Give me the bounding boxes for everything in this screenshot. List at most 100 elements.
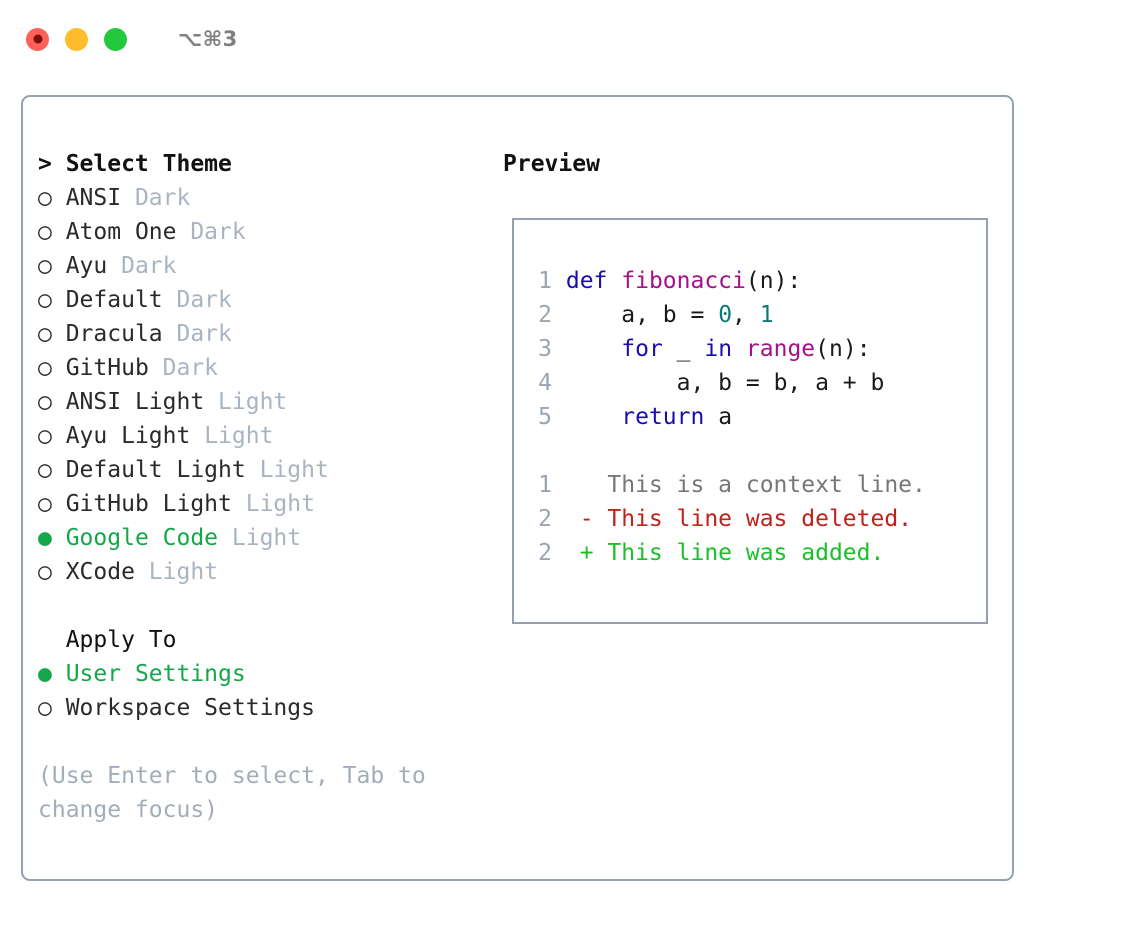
token-kw: def xyxy=(565,268,622,294)
window-titlebar: ⌥⌘3 xyxy=(0,0,1140,78)
code-line: 4 a, b = b, a + b xyxy=(514,366,986,400)
apply-to-header: Apply To xyxy=(38,627,177,653)
minimize-button[interactable] xyxy=(65,27,88,51)
select-theme-header: > Select Theme xyxy=(38,151,232,177)
traffic-lights xyxy=(26,27,127,51)
theme-option-label: Ayu Light xyxy=(51,423,191,449)
code-text: a, b = 0, 1 xyxy=(565,302,774,328)
theme-variant-badge: Light xyxy=(231,491,315,517)
preview-column: Preview 1 def fibonacci(n):2 a, b = 0, 1… xyxy=(503,97,1012,879)
radio-unselected-icon: ○ xyxy=(38,695,52,721)
theme-variant-badge: Light xyxy=(245,457,329,483)
theme-variant-badge: Dark xyxy=(162,287,232,313)
radio-unselected-icon: ○ xyxy=(38,219,52,245)
theme-option-github-light[interactable]: ○ GitHub Light Light xyxy=(38,487,503,521)
line-number: 3 xyxy=(538,336,552,362)
theme-option-label: Atom One xyxy=(51,219,177,245)
radio-unselected-icon: ○ xyxy=(38,321,52,347)
token-kw: return xyxy=(621,404,705,430)
line-number: 2 xyxy=(538,540,552,566)
theme-option-atom-one[interactable]: ○ Atom One Dark xyxy=(38,215,503,249)
line-number: 1 xyxy=(538,268,552,294)
token-plain: , xyxy=(732,302,760,328)
theme-list: ○ ANSI Dark○ Atom One Dark○ Ayu Dark○ De… xyxy=(38,181,503,589)
theme-option-label: GitHub xyxy=(51,355,149,381)
token-kw: for xyxy=(621,336,663,362)
theme-option-label: GitHub Light xyxy=(51,491,232,517)
diff-marker xyxy=(552,472,607,498)
theme-selector-column: > Select Theme ○ ANSI Dark○ Atom One Dar… xyxy=(23,97,503,879)
theme-option-ansi[interactable]: ○ ANSI Dark xyxy=(38,181,503,215)
token-plain xyxy=(732,336,746,362)
diff-sample: 1 This is a context line.2 - This line w… xyxy=(514,468,986,570)
radio-selected-icon: ● xyxy=(38,661,52,687)
token-plain xyxy=(566,404,621,430)
theme-variant-badge: Dark xyxy=(107,253,177,279)
maximize-button[interactable] xyxy=(104,27,127,51)
apply-to-option-label: Workspace Settings xyxy=(51,695,315,721)
theme-option-label: ANSI Light xyxy=(51,389,205,415)
keyboard-shortcut-label: ⌥⌘3 xyxy=(178,27,238,51)
preview-title: Preview xyxy=(503,151,600,177)
line-number: 1 xyxy=(538,472,552,498)
apply-to-option-user-settings[interactable]: ● User Settings xyxy=(38,657,503,691)
theme-option-label: ANSI xyxy=(51,185,122,211)
theme-variant-badge: Light xyxy=(190,423,274,449)
theme-variant-badge: Light xyxy=(218,525,302,551)
apply-to-option-label: User Settings xyxy=(51,661,246,687)
theme-option-google-code[interactable]: ● Google Code Light xyxy=(38,521,503,555)
apply-to-option-workspace-settings[interactable]: ○ Workspace Settings xyxy=(38,691,503,725)
theme-variant-badge: Dark xyxy=(176,219,246,245)
token-fn: range xyxy=(745,336,816,362)
code-text: def fibonacci(n): xyxy=(566,268,801,294)
theme-option-label: Default Light xyxy=(51,457,246,483)
spacer xyxy=(38,589,503,623)
code-line: 2 a, b = 0, 1 xyxy=(514,298,986,332)
theme-option-label: Default xyxy=(51,287,163,313)
token-plain xyxy=(566,336,621,362)
token-plain: a, b = b, a + b xyxy=(565,370,885,396)
diff-line-ctx: 1 This is a context line. xyxy=(514,468,986,502)
token-plain: a xyxy=(704,404,733,430)
diff-text: This line was added. xyxy=(607,540,885,566)
radio-unselected-icon: ○ xyxy=(38,253,52,279)
theme-variant-badge: Light xyxy=(204,389,288,415)
theme-variant-badge: Dark xyxy=(121,185,191,211)
line-number: 5 xyxy=(538,404,552,430)
token-kw: in xyxy=(704,336,733,362)
radio-unselected-icon: ○ xyxy=(38,423,52,449)
theme-variant-badge: Dark xyxy=(148,355,219,381)
theme-option-default-light[interactable]: ○ Default Light Light xyxy=(38,453,503,487)
theme-option-ayu-light[interactable]: ○ Ayu Light Light xyxy=(38,419,503,453)
code-text: return a xyxy=(566,404,732,430)
theme-option-default[interactable]: ○ Default Dark xyxy=(38,283,503,317)
theme-variant-badge: Dark xyxy=(162,321,232,347)
theme-variant-badge: Light xyxy=(134,559,219,585)
radio-unselected-icon: ○ xyxy=(38,389,52,415)
theme-option-ayu[interactable]: ○ Ayu Dark xyxy=(38,249,503,283)
line-number: 2 xyxy=(538,302,552,328)
token-fn: fibonacci xyxy=(621,268,746,294)
theme-option-github[interactable]: ○ GitHub Dark xyxy=(38,351,503,385)
close-button[interactable] xyxy=(26,27,49,51)
theme-option-dracula[interactable]: ○ Dracula Dark xyxy=(38,317,503,351)
diff-text: This line was deleted. xyxy=(607,506,913,532)
radio-unselected-icon: ○ xyxy=(38,559,52,585)
radio-unselected-icon: ○ xyxy=(38,185,52,211)
theme-option-ansi-light[interactable]: ○ ANSI Light Light xyxy=(38,385,503,419)
code-line: 1 def fibonacci(n): xyxy=(514,264,986,298)
radio-unselected-icon: ○ xyxy=(38,287,52,313)
token-num: 1 xyxy=(759,302,774,328)
radio-unselected-icon: ○ xyxy=(38,457,52,483)
diff-line-add: 2 + This line was added. xyxy=(514,536,986,570)
token-plain: a, b = xyxy=(565,302,719,328)
main-panel: > Select Theme ○ ANSI Dark○ Atom One Dar… xyxy=(21,95,1014,881)
radio-selected-icon: ● xyxy=(38,525,52,551)
diff-line-del: 2 - This line was deleted. xyxy=(514,502,986,536)
theme-option-xcode[interactable]: ○ XCode Light xyxy=(38,555,503,589)
radio-unselected-icon: ○ xyxy=(38,355,52,381)
theme-option-label: Ayu xyxy=(51,253,108,279)
diff-text: This is a context line. xyxy=(607,472,926,498)
